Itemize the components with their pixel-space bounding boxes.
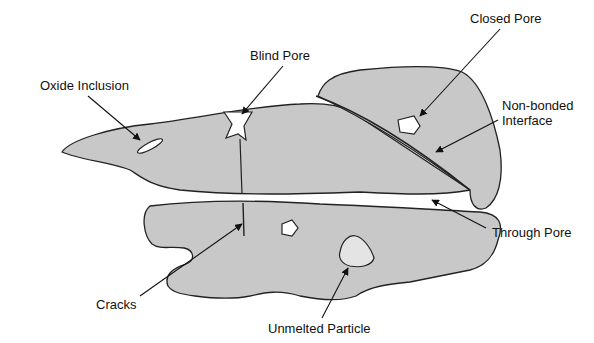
callout-label: Non-bonded Interface (502, 98, 582, 128)
small-pore (282, 220, 298, 236)
leader-line (420, 29, 500, 116)
callout-label: Oxide Inclusion (40, 78, 129, 93)
leader-lines (88, 29, 500, 318)
interface-line (316, 96, 470, 190)
unmelted-particle (339, 236, 374, 267)
leader-line (436, 120, 498, 152)
leader-line (322, 268, 348, 318)
callout-label: Blind Pore (250, 48, 310, 63)
lower-splat (144, 201, 500, 300)
upper-right-splat (318, 67, 501, 210)
crack (240, 139, 242, 194)
leader-line (88, 96, 140, 140)
callout-label: Through Pore (492, 225, 572, 240)
blind-pore (224, 112, 252, 140)
leader-line (242, 66, 283, 114)
callout-label: Closed Pore (470, 11, 542, 26)
crack (243, 203, 244, 236)
leader-line (140, 224, 242, 296)
closed-pore (398, 116, 420, 134)
callout-label: Cracks (96, 297, 136, 312)
callout-label: Unmelted Particle (268, 321, 371, 336)
oxide-inclusion (136, 136, 164, 155)
upper-splat (62, 104, 470, 194)
leader-line (432, 200, 486, 228)
